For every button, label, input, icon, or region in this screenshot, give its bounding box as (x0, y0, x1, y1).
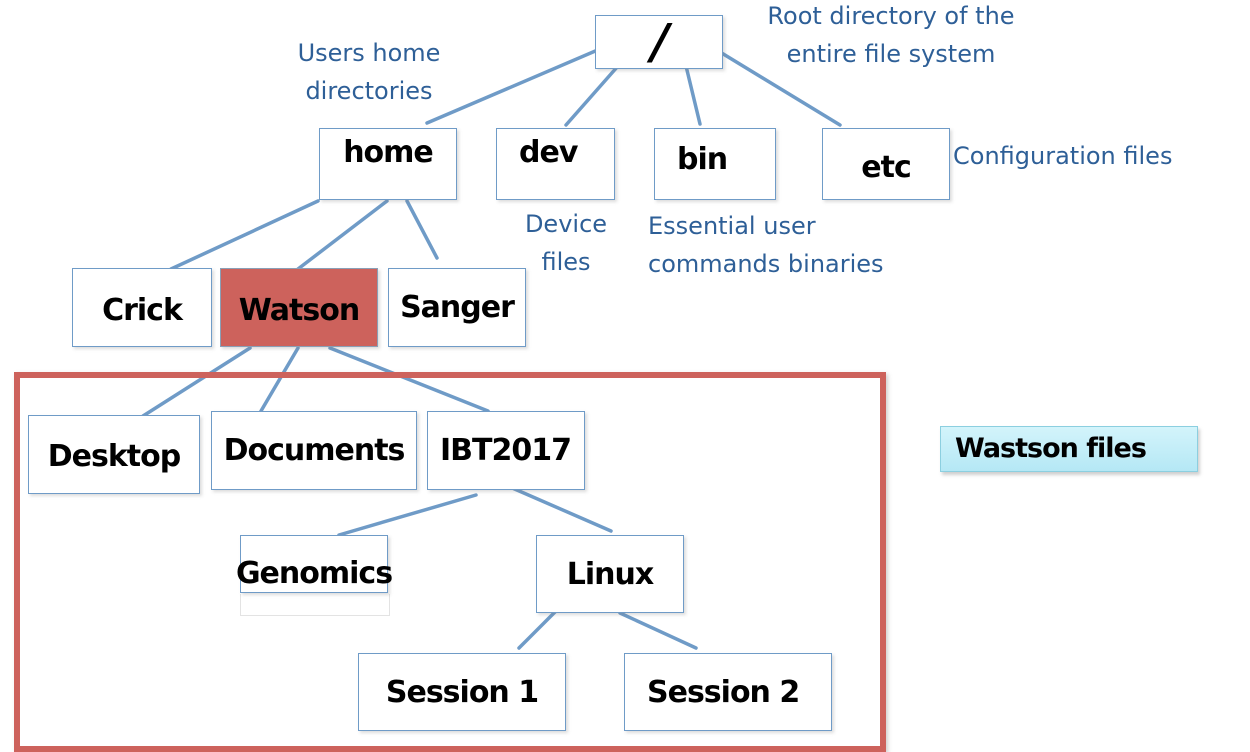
home-annotation-line1: Users home (297, 39, 441, 67)
dev-annotation-line2: files (541, 248, 591, 276)
node-genomics[interactable]: Genomics (236, 535, 393, 593)
etc-annotation: Configuration files (953, 142, 1173, 170)
node-home-label: home (343, 135, 434, 170)
dev-annotation: Device files (516, 205, 616, 281)
connector-linux-session1 (517, 607, 560, 650)
node-desktop-label: Desktop (47, 439, 181, 474)
node-root[interactable]: / (595, 14, 723, 70)
node-dev[interactable]: dev (496, 128, 615, 200)
node-sanger-label: Sanger (400, 290, 515, 325)
node-ibt2017[interactable]: IBT2017 (427, 411, 585, 490)
node-dev-label: dev (519, 135, 578, 170)
legend-watson-files: Wastson files (940, 426, 1198, 472)
connector-watson-desktop (141, 346, 252, 418)
root-annotation-line1: Root directory of the (767, 2, 1015, 30)
connector-home-sanger (405, 199, 439, 260)
connector-home-crick (169, 199, 320, 271)
node-crick[interactable]: Crick (72, 268, 212, 347)
node-ibt2017-label: IBT2017 (440, 433, 572, 468)
connector-ibt2017-linux (508, 485, 613, 533)
dev-annotation-line1: Device (524, 210, 608, 238)
node-linux[interactable]: Linux (536, 535, 684, 613)
genomics-shadow (240, 594, 390, 616)
node-bin[interactable]: bin (654, 128, 776, 200)
home-annotation-line2: directories (305, 77, 433, 105)
node-etc[interactable]: etc (822, 128, 950, 200)
node-session2[interactable]: Session 2 (624, 653, 832, 731)
connector-home-watson (296, 199, 389, 271)
node-home[interactable]: home (319, 128, 457, 200)
node-linux-label: Linux (566, 556, 654, 592)
tree-connectors (141, 35, 842, 650)
node-session1[interactable]: Session 1 (358, 653, 566, 731)
node-root-label: / (644, 14, 674, 70)
node-genomics-label: Genomics (235, 555, 393, 591)
node-bin-label: bin (677, 142, 728, 177)
node-desktop[interactable]: Desktop (28, 415, 200, 494)
node-watson[interactable]: Watson (220, 268, 378, 347)
connector-watson-documents (259, 346, 300, 413)
bin-annotation-line2: commands binaries (648, 250, 884, 278)
root-annotation-line2: entire file system (786, 40, 996, 68)
connector-linux-session2 (618, 611, 698, 650)
node-watson-label: Watson (238, 293, 360, 328)
node-etc-label: etc (861, 149, 911, 185)
node-session2-label: Session 2 (647, 674, 800, 710)
home-annotation: Users home directories (289, 34, 449, 110)
bin-annotation: Essential user commands binaries (648, 207, 898, 283)
node-sanger[interactable]: Sanger (388, 268, 526, 347)
node-documents-label: Documents (223, 433, 406, 468)
connector-ibt2017-genomics (337, 493, 478, 537)
node-documents[interactable]: Documents (211, 411, 417, 490)
node-crick-label: Crick (102, 293, 183, 328)
connector-watson-ibt2017 (328, 346, 490, 413)
node-session1-label: Session 1 (385, 674, 539, 710)
connector-root-home (425, 35, 630, 125)
root-annotation: Root directory of the entire file system (760, 0, 1022, 73)
bin-annotation-line1: Essential user (648, 212, 816, 240)
